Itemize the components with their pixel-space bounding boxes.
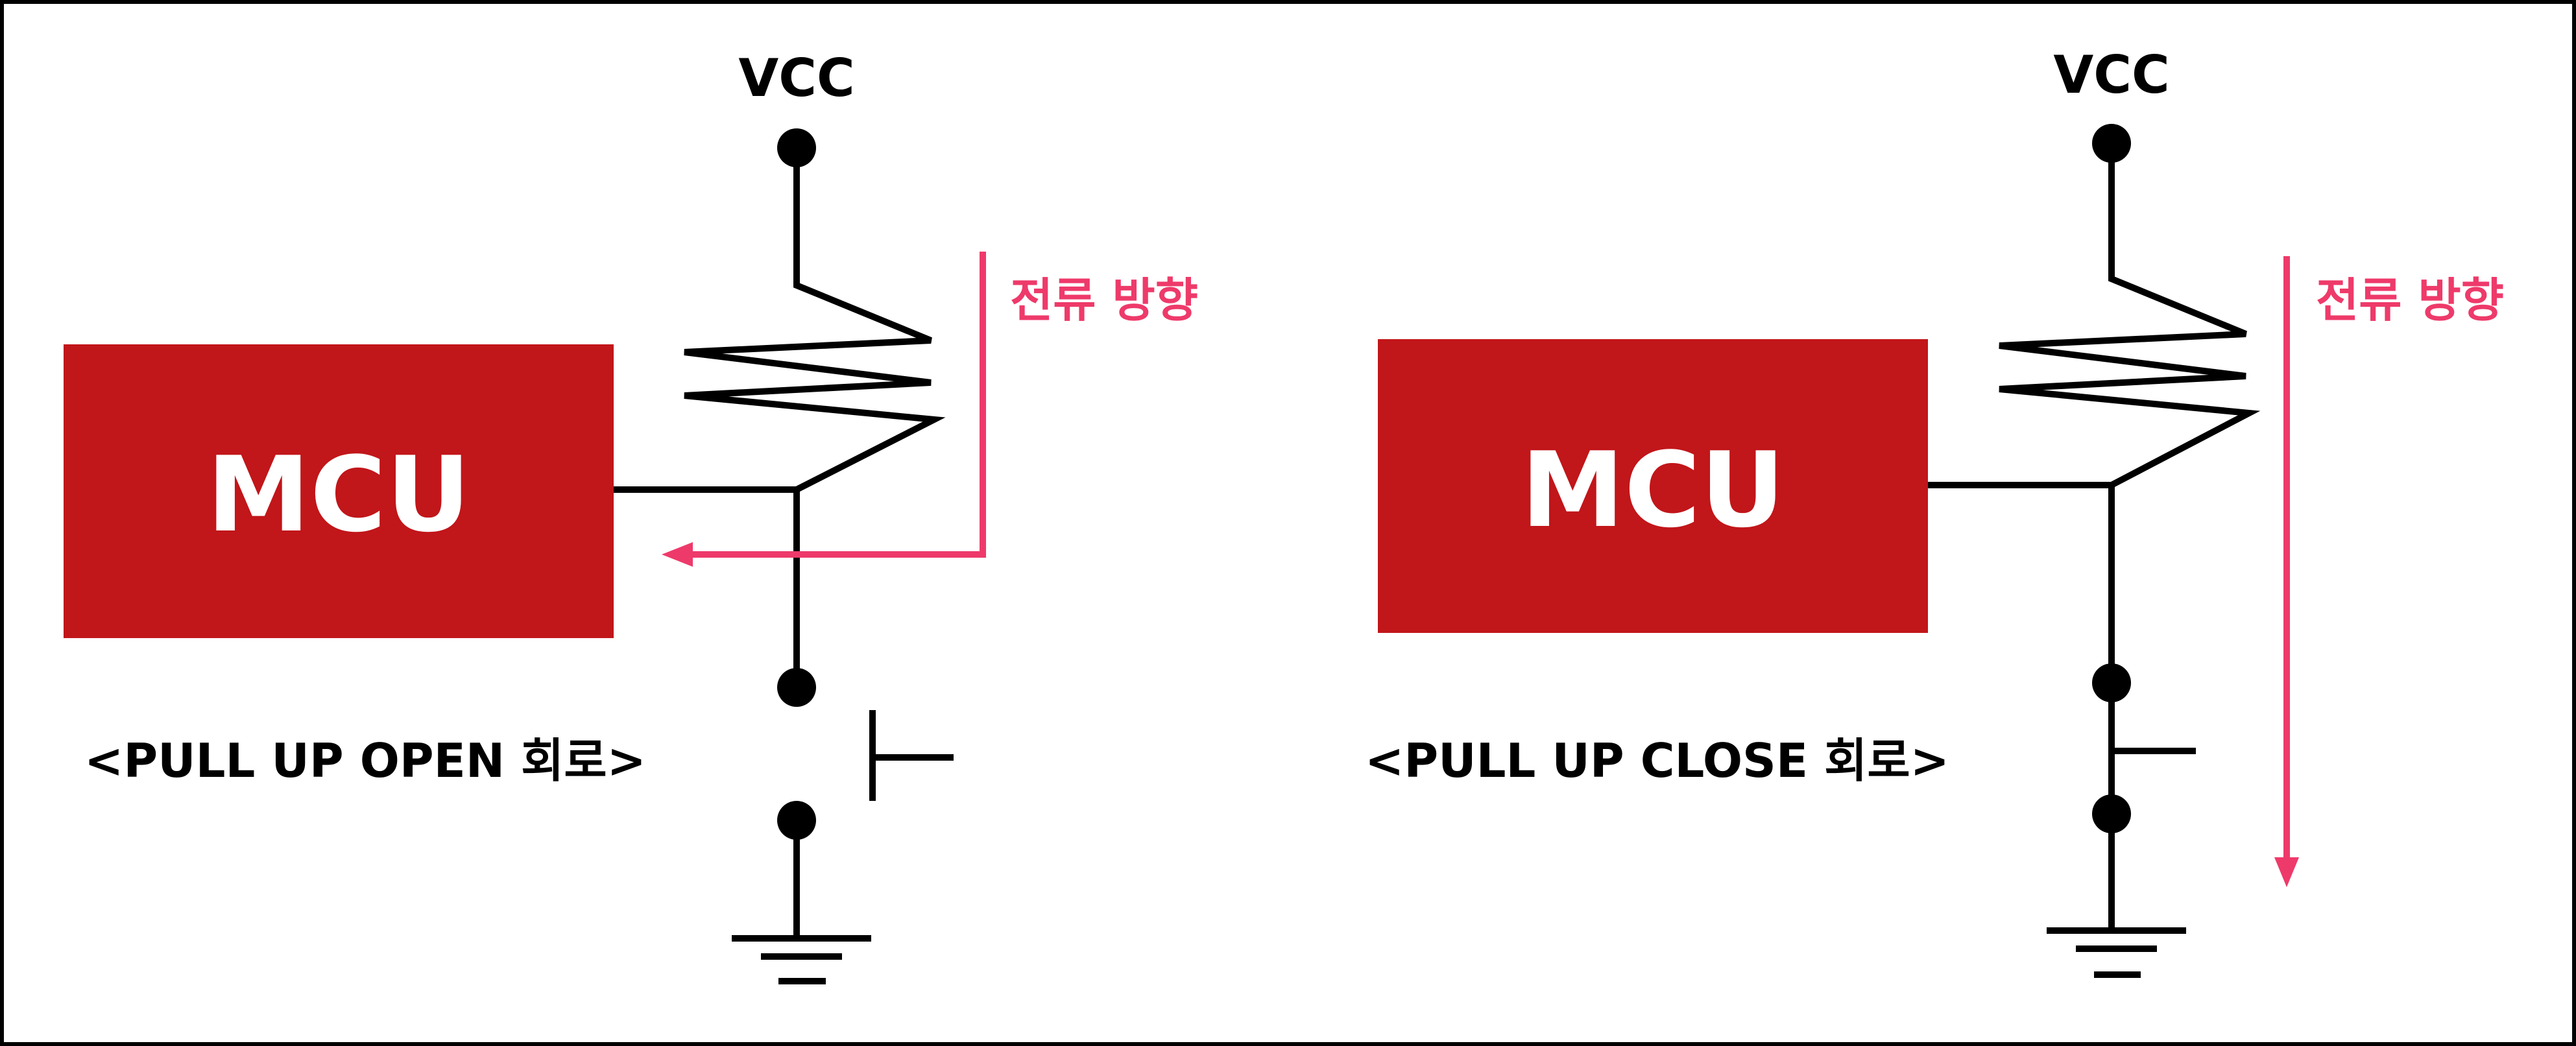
mcu-box-close xyxy=(1378,339,1928,633)
resistor-close xyxy=(1999,143,2261,488)
caption-close: <PULL UP CLOSE 회로> xyxy=(1365,733,1949,788)
mcu-box-open xyxy=(64,344,614,638)
current-direction-label-open: 전류 방향 xyxy=(1010,273,1198,327)
resistor-open xyxy=(684,148,946,493)
ground-symbol-open xyxy=(732,935,871,984)
ground-symbol-close xyxy=(2047,927,2186,978)
vcc-label-open: VCC xyxy=(738,48,854,108)
circuit-open: VCC MCU 전류 방향 <PULL UP OPEN 회로> xyxy=(64,48,1198,984)
switch-node-top-open xyxy=(777,668,816,707)
current-arrowhead-close xyxy=(2274,857,2299,887)
mcu-label-open: MCU xyxy=(207,434,471,555)
current-arrowhead-open xyxy=(662,542,693,567)
mcu-label-close: MCU xyxy=(1521,429,1785,551)
circuit-close: VCC MCU 전류 방향 <PULL UP CLOSE 회로> xyxy=(1365,45,2504,978)
open-switch-open xyxy=(869,710,954,801)
current-arrow-open xyxy=(675,252,986,558)
vcc-label-close: VCC xyxy=(2053,45,2169,105)
caption-open: <PULL UP OPEN 회로> xyxy=(84,733,646,788)
current-direction-label-close: 전류 방향 xyxy=(2316,273,2504,327)
